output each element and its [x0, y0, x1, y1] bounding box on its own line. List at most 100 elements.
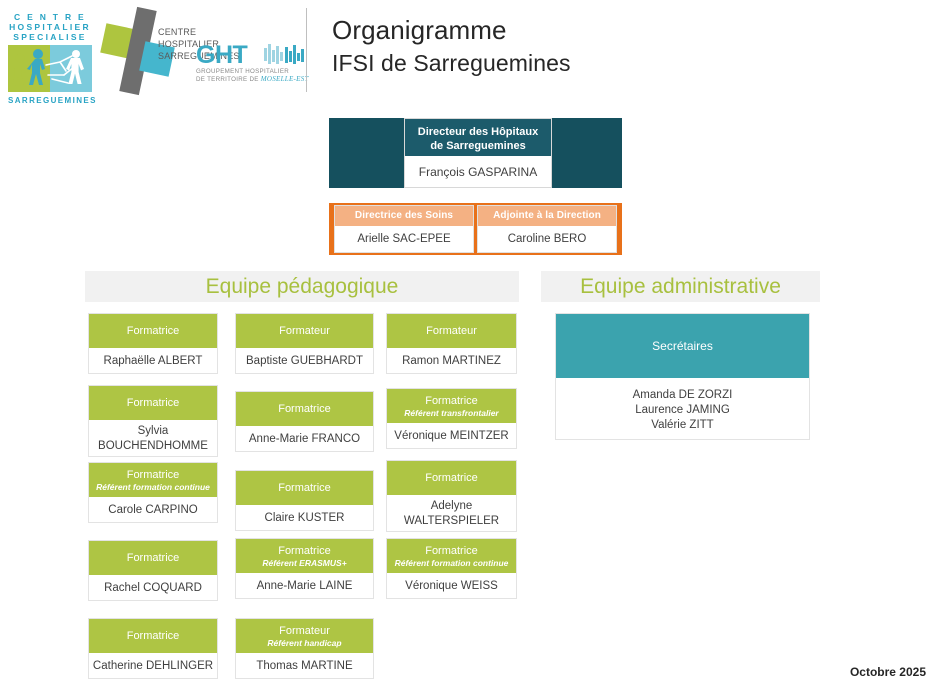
chs-logo-line2: HOSPITALIER [9, 22, 91, 32]
direction-card-adjointe: Adjointe à la Direction Caroline BERO [477, 205, 617, 253]
page-subtitle: IFSI de Sarreguemines [332, 50, 571, 76]
secretary-name: Laurence JAMING [635, 404, 730, 416]
secretaries-role: Secrétaires [556, 314, 809, 378]
person-role: Formateur [426, 325, 477, 337]
person-role-header: Formatrice [236, 471, 373, 505]
person-role-header: Formatrice [387, 461, 516, 495]
person-referent-label: Référent handicap [267, 637, 342, 648]
person-name: Catherine DEHLINGER [92, 660, 214, 672]
person-name: Véronique WEISS [405, 580, 498, 592]
director-role-line2: de Sarreguemines [430, 140, 526, 152]
person-role-header: Formatrice [89, 541, 217, 575]
person-name: Baptiste GUEBHARDT [246, 355, 363, 367]
person-referent-label: Référent formation continue [96, 481, 210, 492]
direction-card-adjointe-role: Adjointe à la Direction [478, 206, 616, 226]
secretary-name: Amanda DE ZORZI [632, 389, 733, 401]
person-role-header: Formateur [236, 314, 373, 348]
chs-sarreguemines-logo: C E N T R E HOSPITALIER SPECIALISE [8, 12, 95, 105]
person-name: Ramon MARTINEZ [402, 355, 501, 367]
ght-moselle-map-icon [264, 44, 304, 64]
ght-logo-sub2-text: DE TERRITOIRE DE [196, 75, 259, 83]
logo-group: C E N T R E HOSPITALIER SPECIALISE [0, 0, 308, 105]
person-name: Thomas MARTINE [256, 660, 353, 672]
people-figures-icon [10, 49, 84, 87]
chs-logo-line4: SARREGUEMINES [8, 96, 97, 105]
director-role: Directeur des Hôpitaux de Sarreguemines [405, 119, 551, 156]
ght-logo-word: GHT [196, 41, 248, 69]
person-referent-label: Référent transfrontalier [404, 407, 499, 418]
person-name: Anne-Marie FRANCO [248, 433, 361, 445]
person-name: Claire KUSTER [264, 512, 345, 524]
person-name: Carole CARPINO [108, 504, 198, 516]
person-role: Formatrice [425, 544, 478, 557]
ch-logo-text: CENTRE HOSPITALIER SARREGUEMINES [158, 26, 240, 62]
person-name: Véronique MEINTZER [394, 430, 509, 442]
secretaries-card: Secrétaires Amanda DE ZORZI Laurence JAMI… [555, 313, 810, 440]
ght-logo-script: moselle-est [260, 74, 309, 83]
section-banner-pedagogique: Equipe pédagogique [85, 271, 519, 302]
person-referent-label: Référent ERASMUS+ [262, 557, 347, 568]
person-role: Formatrice [126, 552, 180, 564]
person-role: Formatrice [126, 630, 180, 642]
person-role: Formateur [279, 325, 330, 337]
ch-logo-line1: CENTRE [158, 27, 197, 37]
chs-logo-pictogram [8, 45, 92, 92]
person-referent-label: Référent formation continue [394, 557, 509, 568]
direction-card-adjointe-name: Caroline BERO [507, 233, 587, 245]
person-role-header: Formatrice [89, 619, 217, 653]
ch-logo-line3: SARREGUEMINES [158, 51, 240, 61]
person-role: Formatrice [425, 394, 478, 407]
person-role: Formatrice [278, 482, 331, 494]
direction-card-soins-name: Arielle SAC-EPEE [357, 233, 451, 245]
person-role-header: Formatrice [236, 392, 373, 426]
person-name: Anne-Marie LAINE [256, 580, 353, 592]
director-name: François GASPARINA [418, 165, 538, 179]
ght-logo-sub2: DE TERRITOIRE DE moselle-est [196, 75, 308, 84]
person-name: Rachel COQUARD [104, 582, 202, 594]
person-role: Formatrice [278, 544, 331, 557]
person-role: Formatrice [278, 403, 331, 415]
chs-logo-line1: C E N T R E [13, 12, 87, 22]
person-role: Formatrice [425, 472, 478, 484]
ch-logo-line2: HOSPITALIER [158, 39, 220, 49]
footer-date: Octobre 2025 [849, 665, 926, 679]
ght-logo-sub1: GROUPEMENT HOSPITALIER [196, 68, 290, 75]
ch-sarreguemines-logo: CENTRE HOSPITALIER SARREGUEMINES [96, 6, 239, 96]
person-role-header: Formatrice [89, 314, 217, 348]
person-role: Formateur [279, 624, 330, 637]
person-role-header: Formatrice [89, 386, 217, 420]
person-role: Formatrice [126, 468, 180, 481]
ght-logo: GHT GROUPEMENT HOSPITALIER DE TERRITOIRE… [196, 41, 308, 90]
direction-card-soins: Directrice des Soins Arielle SAC-EPEE [334, 205, 474, 253]
direction-card-soins-role: Directrice des Soins [335, 206, 473, 226]
page-title: Organigramme [332, 15, 507, 45]
chs-logo-line3: SPECIALISE [13, 32, 87, 42]
page-header: C E N T R E HOSPITALIER SPECIALISE [0, 0, 938, 105]
director-card: Directeur des Hôpitaux de Sarreguemines … [404, 118, 552, 188]
header-divider [306, 8, 307, 92]
title-block: Organigramme IFSI de Sarreguemines [332, 14, 571, 78]
section-banner-administrative: Equipe administrative [541, 271, 820, 302]
